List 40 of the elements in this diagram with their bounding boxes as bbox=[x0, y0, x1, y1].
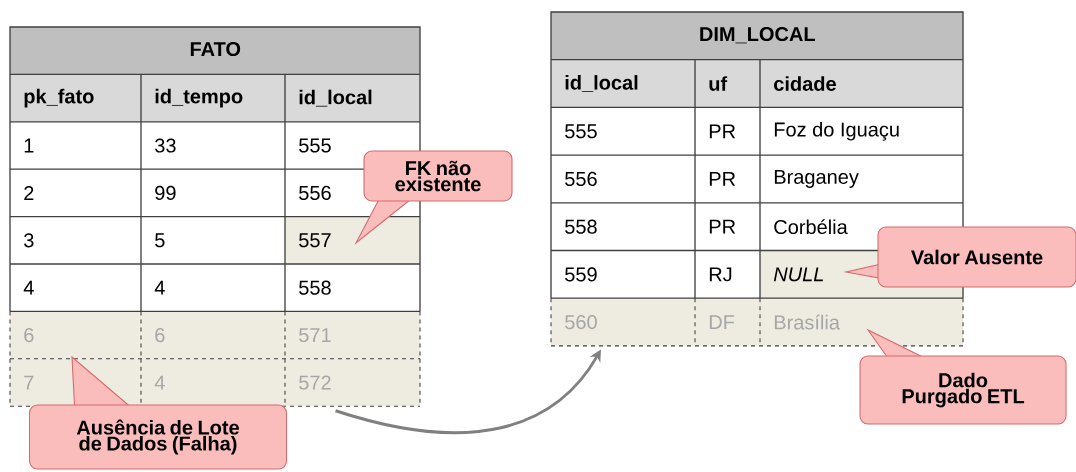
table-cell: 3 bbox=[24, 233, 34, 248]
table-cell: 571 bbox=[299, 328, 331, 343]
table-cell: RJ bbox=[709, 267, 732, 282]
table-cell: 4 bbox=[154, 280, 165, 295]
table-cell: id_local bbox=[299, 89, 372, 107]
table-cell: 555 bbox=[565, 124, 597, 139]
table-cell: 557 bbox=[299, 233, 331, 248]
table-cell: 6 bbox=[24, 328, 34, 343]
table-cell: DF bbox=[709, 315, 735, 329]
table-cell: 572 bbox=[299, 375, 331, 390]
table-cell: Braganey bbox=[774, 170, 859, 188]
table-cell: 1 bbox=[24, 138, 34, 153]
table-cell: PR bbox=[709, 172, 736, 186]
table-cell: Brasília bbox=[774, 314, 840, 330]
table-cell: pk_fato bbox=[24, 88, 94, 108]
table-cell: PR bbox=[709, 219, 736, 234]
table-cell: 555 bbox=[299, 138, 331, 153]
callout: FK não existente bbox=[354, 150, 513, 246]
callout: Dado Purgado ETL bbox=[859, 328, 1067, 425]
table-cell: id_tempo bbox=[155, 88, 243, 108]
table-cell: PR bbox=[709, 124, 736, 139]
table-cell: 556 bbox=[565, 171, 597, 187]
table-cell: 558 bbox=[299, 280, 331, 295]
table-cell: 4 bbox=[154, 375, 165, 390]
table-cell: 99 bbox=[155, 185, 176, 200]
table-cell: 4 bbox=[23, 280, 34, 295]
table-cell: 33 bbox=[155, 138, 176, 153]
table-cell: 5 bbox=[155, 233, 165, 248]
table-cell: uf bbox=[709, 76, 728, 91]
table-cell: Foz do Iguaçu bbox=[774, 121, 899, 141]
table-cell: 6 bbox=[155, 328, 165, 343]
table-cell: id_local bbox=[565, 75, 638, 93]
table-cell: 558 bbox=[565, 219, 597, 234]
table-cell: cidade bbox=[774, 76, 836, 91]
table-cell: 560 bbox=[565, 314, 597, 330]
table-cell: 556 bbox=[299, 185, 331, 200]
table-cell: NULL bbox=[773, 267, 823, 282]
node-label: DIM_LOCAL bbox=[700, 26, 815, 44]
table-cell: 2 bbox=[24, 185, 34, 200]
table-cell: 559 bbox=[565, 267, 597, 282]
